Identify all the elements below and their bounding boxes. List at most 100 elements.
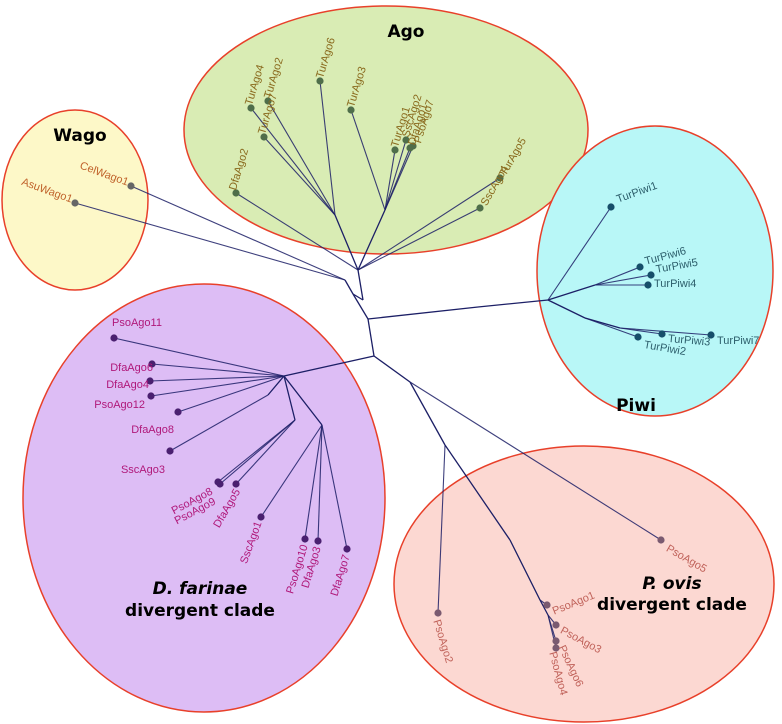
leaf-node <box>147 392 155 400</box>
leaf-branch <box>319 80 336 216</box>
clade-title-povis: P. ovis <box>642 574 701 594</box>
clade-ellipse-piwi <box>536 125 774 417</box>
leaf-branch <box>619 327 712 336</box>
internal-branch <box>547 284 596 301</box>
internal-branch <box>367 306 479 320</box>
leaf-branch <box>321 424 348 550</box>
internal-branch <box>477 299 549 308</box>
leaf-label: PsoAgo12 <box>94 399 145 411</box>
leaf-branch <box>235 419 296 485</box>
leaf-branch <box>74 202 346 281</box>
internal-branch <box>509 539 541 601</box>
clade-subtitle-dfarinae: divergent clade <box>125 601 275 621</box>
clade-title-piwi: Piwi <box>616 396 656 416</box>
leaf-branch <box>149 375 285 382</box>
leaf-branch <box>130 185 346 281</box>
leaf-branch <box>384 139 407 211</box>
leaf-branch <box>304 424 323 540</box>
internal-branch <box>409 381 446 446</box>
leaf-label: DfaAgo8 <box>131 424 174 436</box>
internal-branch <box>444 444 511 541</box>
internal-branch <box>344 279 354 295</box>
leaf-node <box>260 133 268 141</box>
leaf-branch <box>151 363 285 377</box>
leaf-nodes <box>71 77 715 652</box>
internal-branch <box>267 375 285 396</box>
leaf-label: TurPiwi7 <box>717 335 759 347</box>
leaf-branch <box>267 100 336 216</box>
leaf-node <box>552 644 560 652</box>
leaf-node <box>552 637 560 645</box>
leaf-node <box>496 174 504 182</box>
leaf-label: DfaAgo6 <box>110 362 153 374</box>
leaf-branch <box>384 149 396 211</box>
leaf-node <box>658 330 666 338</box>
leaf-label: TurPiwi3 <box>667 333 710 349</box>
clade-title-dfarinae: D. farinae <box>153 579 248 599</box>
leaf-node <box>476 204 484 212</box>
leaf-node <box>166 447 174 455</box>
internal-branch <box>357 269 364 301</box>
leaf-node <box>127 182 135 190</box>
leaf-branch <box>219 419 296 485</box>
leaf-branch <box>584 317 639 338</box>
leaf-branch <box>169 394 269 452</box>
leaf-node <box>552 621 560 629</box>
leaf-node <box>232 189 240 197</box>
leaf-node <box>247 104 255 112</box>
internal-branch <box>352 293 369 320</box>
internal-branch <box>539 599 549 616</box>
leaf-branch <box>409 381 662 541</box>
leaf-node <box>402 136 410 144</box>
leaf-branch <box>594 266 641 286</box>
leaf-node <box>343 545 351 553</box>
leaf-node <box>264 97 272 105</box>
leaf-node <box>647 271 655 279</box>
leaf-branch <box>260 424 323 518</box>
leaf-branch <box>150 375 285 397</box>
clade-ellipse-povis <box>393 445 775 723</box>
leaf-node <box>607 203 615 211</box>
leaf-node <box>146 377 154 385</box>
leaf-branch <box>437 444 446 614</box>
leaf-node <box>301 535 309 543</box>
leaf-node <box>216 480 224 488</box>
leaf-node <box>232 480 240 488</box>
leaf-branch <box>235 192 359 271</box>
leaf-node <box>657 536 665 544</box>
clade-ellipse-ago <box>183 5 589 255</box>
leaf-branch <box>113 337 285 377</box>
leaf-node <box>257 513 265 521</box>
leaf-label: PsoAgo11 <box>112 317 162 329</box>
leaf-branch <box>317 424 323 542</box>
leaf-branch <box>177 375 285 413</box>
leaf-node <box>634 333 642 341</box>
clade-title-wago: Wago <box>53 126 106 146</box>
internal-branch <box>373 355 411 383</box>
leaf-branch <box>263 136 336 216</box>
internal-branch <box>547 299 586 319</box>
internal-branch <box>334 214 359 271</box>
leaf-branch <box>357 177 501 271</box>
internal-branch <box>357 209 386 271</box>
leaf-node <box>636 263 644 271</box>
leaf-branch <box>384 145 414 211</box>
leaf-branch <box>250 107 336 216</box>
leaf-node <box>174 408 182 416</box>
leaf-label: SscAgo3 <box>121 464 165 476</box>
leaf-node <box>316 77 324 85</box>
clade-subtitle-povis: divergent clade <box>597 595 747 615</box>
internal-branch <box>283 375 323 426</box>
leaf-label: TurPiwi4 <box>654 278 696 290</box>
clade-ellipse-dfarinae <box>22 283 386 713</box>
leaf-node <box>543 601 551 609</box>
leaf-node <box>314 537 322 545</box>
leaf-branch <box>547 206 612 301</box>
tree-branches <box>74 80 712 649</box>
leaf-node <box>391 146 399 154</box>
clade-ellipses <box>1 5 775 723</box>
leaf-node <box>110 334 118 342</box>
leaf-label: DfaAgo4 <box>106 379 149 391</box>
internal-branch <box>367 318 375 357</box>
